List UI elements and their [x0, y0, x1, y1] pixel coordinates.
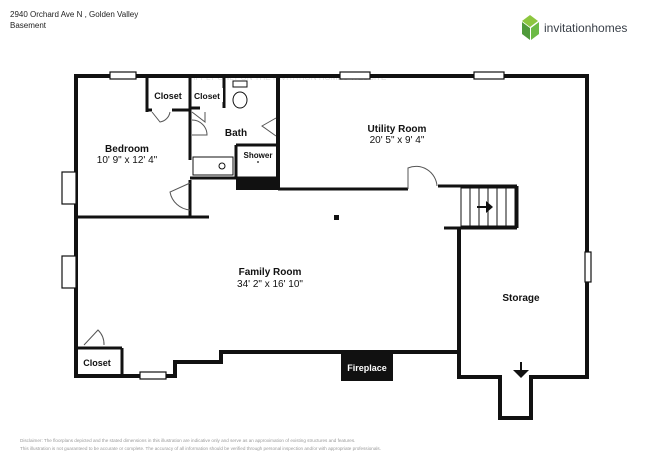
closet-label-bg — [150, 88, 186, 102]
shower-label: Shower — [244, 151, 273, 160]
fixtures — [192, 80, 339, 220]
bath-name: Bath — [225, 128, 247, 139]
stair-arrow-icon — [477, 201, 493, 213]
property-address: 2940 Orchard Ave N , Golden Valley — [10, 10, 139, 19]
fireplace-label: Fireplace — [347, 363, 387, 373]
family-room-name: Family Room — [239, 267, 302, 278]
floor-level-label: Basement — [10, 21, 47, 30]
logo-text: invitationhomes — [544, 21, 628, 35]
closet-label-bg-2 — [192, 88, 223, 102]
stairs — [460, 187, 516, 227]
bath-closet-label: Closet — [194, 91, 220, 101]
doors — [83, 111, 438, 346]
invitation-homes-logo: invitationhomes — [519, 15, 639, 43]
bedroom-closet-label: Closet — [154, 91, 182, 101]
utility-room-name: Utility Room — [368, 124, 427, 135]
windows — [61, 71, 592, 380]
storage-name: Storage — [502, 293, 540, 304]
fireplace — [341, 354, 393, 381]
logo-mark-icon — [522, 15, 539, 40]
closet-label-bg-3 — [78, 355, 116, 369]
exterior-walls — [74, 74, 589, 420]
bedroom-name: Bedroom — [105, 144, 149, 155]
disclaimer-line-1: Disclaimer: The floorplans depicted and … — [20, 438, 356, 443]
disclaimer-line-2: This illustration is not guaranteed to b… — [20, 446, 381, 451]
family-room-dims: 34' 2" x 16' 10" — [237, 279, 303, 290]
interior-walls — [76, 76, 519, 376]
utility-room-dims: 20' 5" x 9' 4" — [370, 135, 425, 146]
bedroom-dims: 10' 9" x 12' 4" — [97, 155, 158, 166]
family-closet-label: Closet — [83, 358, 111, 368]
down-arrow-icon — [513, 362, 529, 378]
